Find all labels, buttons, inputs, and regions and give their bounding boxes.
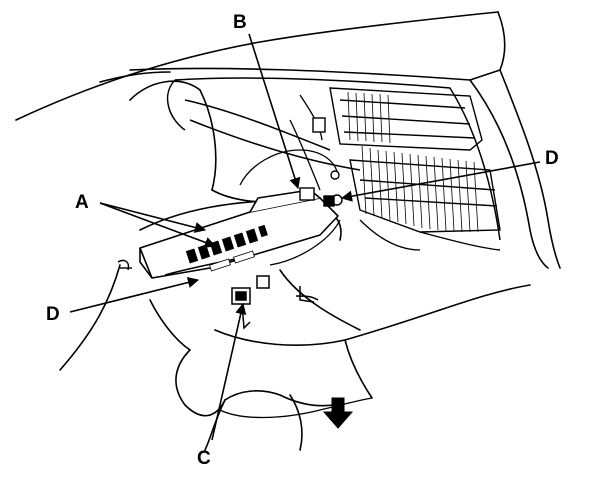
callout-leaders	[69, 33, 541, 441]
callout-label-c: C	[197, 448, 211, 469]
leader-a-1	[99, 202, 217, 248]
fuse-slots	[185, 224, 268, 272]
leader-b	[248, 33, 301, 190]
wire-harness	[219, 94, 421, 419]
callout-label-a: A	[75, 192, 89, 213]
vent-housing	[329, 87, 501, 251]
leader-d-left	[69, 277, 200, 313]
vent-grille-hatching	[347, 91, 479, 233]
callout-label-b: B	[233, 12, 247, 33]
callout-label-d-right: D	[545, 148, 559, 169]
wire-tie-connector	[117, 259, 132, 271]
down-arrow-icon	[322, 397, 354, 429]
leader-d-right	[340, 161, 541, 202]
leader-c	[211, 302, 247, 441]
callout-label-d-left: D	[46, 304, 60, 325]
connector-c	[231, 275, 319, 330]
dashboard-outline	[15, 11, 561, 269]
leader-a-2	[99, 202, 207, 233]
